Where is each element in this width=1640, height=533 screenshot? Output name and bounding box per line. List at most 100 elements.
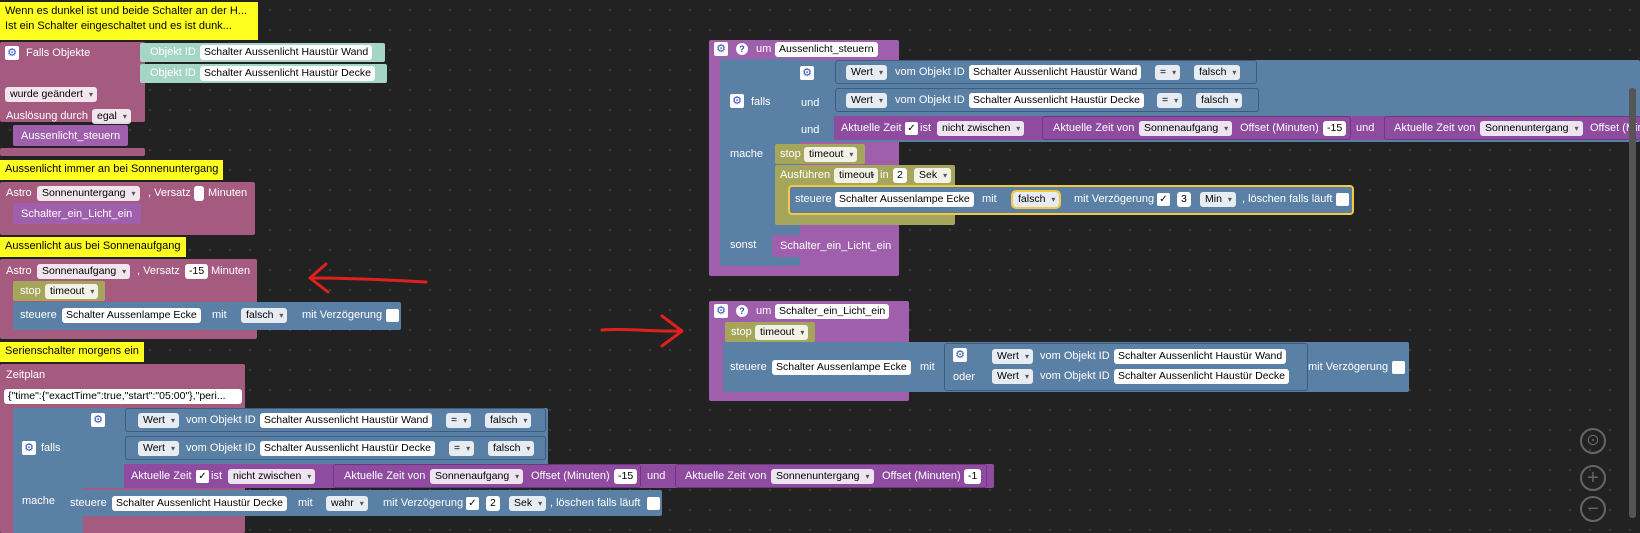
value-dropdown[interactable]: falsch [1010, 190, 1062, 209]
operator-dropdown[interactable]: nicht zwischen [228, 469, 316, 484]
comment-note[interactable]: Aussenlicht aus bei Sonnenaufgang [0, 237, 186, 257]
function-name-field[interactable]: Schalter_ein_Licht_ein [775, 304, 890, 319]
delay-label: mit Verzögerung [383, 497, 464, 509]
loeschen-label: , löschen falls läuft [1242, 193, 1333, 205]
wert-dropdown[interactable]: Wert [138, 413, 179, 428]
gear-icon[interactable]: ⚙ [953, 348, 967, 362]
versatz-field[interactable]: -15 [185, 264, 209, 279]
objekt-id-label: Objekt ID [150, 46, 196, 58]
operator-dropdown[interactable]: = [1155, 65, 1181, 80]
vertical-scrollbar[interactable] [1629, 88, 1636, 518]
object-id-field[interactable]: Schalter Aussenlicht Haustür Decke [260, 441, 435, 456]
operator-dropdown[interactable]: = [1157, 93, 1183, 108]
zoom-out-icon[interactable]: − [1580, 496, 1606, 522]
wert-dropdown[interactable]: Wert [846, 65, 887, 80]
device-field[interactable]: Schalter Aussenlampe Ecke [772, 360, 911, 375]
gear-icon[interactable]: ⚙ [800, 66, 814, 80]
ausloesung-dropdown[interactable]: egal [92, 109, 131, 124]
comment-note[interactable]: Wenn es dunkel ist und beide Schalter an… [0, 2, 258, 40]
aktuelle-zeit-checkbox[interactable]: ✓ [196, 470, 209, 483]
versatz-field[interactable] [194, 186, 204, 201]
aktuelle-zeit-checkbox[interactable]: ✓ [905, 122, 918, 135]
sun-dropdown[interactable]: Sonnenuntergang [771, 469, 874, 484]
center-icon[interactable]: ⊙ [1580, 428, 1606, 454]
value-dropdown[interactable]: falsch [485, 413, 532, 428]
device-field[interactable]: Schalter Aussenlicht Haustür Decke [112, 496, 287, 511]
value-dropdown[interactable]: wahr [326, 496, 368, 511]
loeschen-checkbox[interactable] [1336, 193, 1349, 206]
objekt-id-field[interactable]: Schalter Aussenlicht Haustür Decke [200, 66, 375, 81]
wert-dropdown[interactable]: Wert [992, 369, 1033, 384]
object-id-field[interactable]: Schalter Aussenlicht Haustür Decke [969, 93, 1144, 108]
gear-icon[interactable]: ⚙ [5, 46, 19, 60]
objekt-id-field[interactable]: Schalter Aussenlicht Haustür Wand [200, 45, 373, 60]
gear-icon[interactable]: ⚙ [22, 441, 36, 455]
aktuelle-zeit-von-label: Aktuelle Zeit von [1053, 122, 1135, 134]
astro-dropdown[interactable]: Sonnenuntergang [37, 186, 140, 201]
offset-field[interactable]: -15 [614, 469, 638, 484]
call-block[interactable] [772, 235, 899, 257]
sun-dropdown[interactable]: Sonnenaufgang [1139, 121, 1233, 136]
timeout-dropdown[interactable]: timeout [755, 325, 809, 340]
help-icon[interactable]: ? [736, 305, 748, 317]
value-dropdown[interactable]: falsch [488, 441, 535, 456]
operator-dropdown[interactable]: nicht zwischen [937, 121, 1025, 136]
vom-objekt-label: vom Objekt ID [1040, 370, 1110, 382]
timeout-dropdown[interactable]: timeout [834, 168, 879, 183]
delay-field[interactable]: 2 [893, 168, 907, 183]
loeschen-checkbox[interactable] [647, 497, 660, 510]
device-field[interactable]: Schalter Aussenlampe Ecke [62, 308, 201, 323]
call-label: Schalter_ein_Licht_ein [780, 240, 892, 252]
wert-dropdown[interactable]: Wert [138, 441, 179, 456]
delay-checkbox[interactable] [1392, 361, 1405, 374]
value-dropdown[interactable]: falsch [1194, 65, 1241, 80]
arrow-left-annotation [308, 262, 428, 294]
offset-field[interactable]: -1 [964, 469, 982, 484]
gear-icon[interactable]: ⚙ [91, 413, 105, 427]
device-field[interactable]: Schalter Aussenlampe Ecke [835, 192, 974, 207]
astro-label: Astro [6, 187, 32, 199]
object-id-field[interactable]: Schalter Aussenlicht Haustür Wand [969, 65, 1142, 80]
um-label: um [756, 43, 772, 55]
sun-dropdown[interactable]: Sonnenuntergang [1480, 121, 1583, 136]
offset-label: Offset (Minuten) [1240, 122, 1319, 134]
gear-icon[interactable]: ⚙ [714, 304, 728, 318]
zeitplan-field[interactable]: {"time":{"exactTime":true,"start":"05:00… [4, 389, 242, 404]
delay-checkbox[interactable]: ✓ [1157, 193, 1170, 206]
timeout-dropdown[interactable]: timeout [45, 284, 99, 299]
function-name-field[interactable]: Aussenlicht_steuern [775, 42, 878, 57]
zoom-in-icon[interactable]: + [1580, 465, 1606, 491]
delay-checkbox[interactable]: ✓ [466, 497, 479, 510]
unit-dropdown[interactable]: Sek [509, 496, 547, 511]
operator-dropdown[interactable]: = [446, 413, 472, 428]
unit-dropdown[interactable]: Sek [914, 168, 952, 183]
object-id-field[interactable]: Schalter Aussenlicht Haustür Wand [1114, 349, 1287, 364]
gear-icon[interactable]: ⚙ [714, 42, 728, 56]
delay-checkbox[interactable] [386, 309, 399, 322]
object-id-field[interactable]: Schalter Aussenlicht Haustür Wand [260, 413, 433, 428]
vom-objekt-label: vom Objekt ID [895, 94, 965, 106]
wert-dropdown[interactable]: Wert [992, 349, 1033, 364]
help-icon[interactable]: ? [736, 43, 748, 55]
delay-field[interactable]: 3 [1177, 192, 1191, 207]
operator-dropdown[interactable]: = [449, 441, 475, 456]
sun-dropdown[interactable]: Sonnenaufgang [430, 469, 524, 484]
astro-dropdown[interactable]: Sonnenaufgang [37, 264, 131, 279]
delay-field[interactable]: 2 [486, 496, 500, 511]
wert-dropdown[interactable]: Wert [846, 93, 887, 108]
comment-note[interactable]: Aussenlicht immer an bei Sonnenuntergang [0, 160, 224, 180]
gear-icon[interactable]: ⚙ [730, 94, 744, 108]
vom-objekt-label: vom Objekt ID [186, 414, 256, 426]
value-dropdown[interactable]: falsch [241, 308, 288, 323]
call-block[interactable] [13, 125, 128, 146]
stop-label: stop [731, 326, 752, 338]
mit-label: mit [920, 361, 935, 373]
call-block[interactable] [13, 203, 141, 224]
unit-dropdown[interactable]: Min [1200, 192, 1236, 207]
value-dropdown[interactable]: falsch [1196, 93, 1243, 108]
object-id-field[interactable]: Schalter Aussenlicht Haustür Decke [1114, 369, 1289, 384]
timeout-dropdown[interactable]: timeout [804, 147, 858, 162]
event-dropdown[interactable]: wurde geändert [5, 87, 97, 102]
comment-note[interactable]: Serienschalter morgens ein [0, 342, 144, 362]
offset-field[interactable]: -15 [1323, 121, 1347, 136]
